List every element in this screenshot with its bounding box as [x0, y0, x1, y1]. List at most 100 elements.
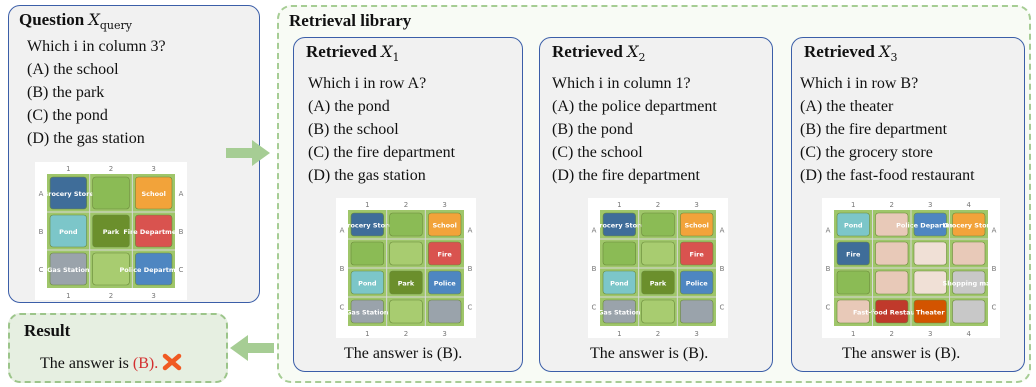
retrieved-symbol: X2: [627, 42, 645, 64]
retrieved-option-b: (B) the pond: [552, 121, 633, 138]
map-block-label: Police: [686, 280, 709, 288]
question-lines: Which i in column 3? (A) the school (B) …: [27, 35, 166, 150]
map-block-label: School: [142, 190, 166, 198]
map-col-label: 1: [66, 165, 70, 173]
map-col-label: 1: [617, 201, 621, 209]
map-block-label: Fire: [690, 251, 705, 259]
map-block-label: Gas Station: [346, 309, 389, 317]
map-row-label: C: [992, 304, 997, 312]
map-block: [913, 270, 947, 295]
map-row-label: A: [179, 190, 184, 198]
map-row-label: A: [992, 226, 997, 234]
map-block: [428, 212, 462, 237]
map-block: [952, 241, 986, 266]
map-col-label: 1: [66, 292, 70, 300]
retrieved-symbol: X3: [879, 42, 898, 65]
map-block: [680, 270, 714, 295]
question-title: Question Xquery: [19, 10, 132, 32]
map-block: [836, 270, 870, 295]
retrieved-question: Which i in row B?: [800, 75, 919, 92]
retrieved-option-d: (D) the gas station: [308, 167, 426, 184]
question-option-b: (B) the park: [27, 84, 105, 101]
map-block-label: Fast-food Restaurant: [853, 309, 931, 317]
result-title: Result: [24, 321, 71, 340]
map-block: [602, 299, 636, 324]
map-row-label: A: [720, 226, 725, 234]
map-block: [350, 241, 384, 266]
result-panel: Result The answer is (B).: [8, 313, 228, 383]
map-row-label: A: [826, 226, 831, 234]
map-row-label: C: [826, 304, 831, 312]
map-block: [913, 212, 947, 237]
map-row-label: A: [592, 226, 597, 234]
retrieved-card-1: Retrieved X1 Which i in row A? (A) the p…: [293, 37, 523, 372]
map-block-label: Fire: [846, 251, 861, 259]
map-col-label: 3: [442, 201, 446, 209]
map-block-label: Fire: [438, 251, 453, 259]
question-symbol-x: X: [88, 10, 100, 29]
retrieved-option-a: (A) the pond: [308, 98, 390, 115]
map-block: [92, 252, 130, 286]
arrow-right-icon: [226, 140, 270, 166]
retrieved-option-c: (C) the grocery store: [800, 144, 933, 161]
map-row-label: C: [468, 304, 473, 312]
map-block: [389, 212, 423, 237]
map-block: [641, 270, 675, 295]
map-col-label: 4: [967, 201, 972, 209]
retrieved-title-label: Retrieved: [306, 42, 377, 61]
map-block: [428, 299, 462, 324]
retrieved-option-b: (B) the fire department: [800, 121, 948, 138]
map-block: [135, 176, 173, 210]
question-title-label: Question: [19, 10, 85, 29]
map-row-label: B: [720, 265, 725, 273]
map-block-label: Grocery Store: [43, 190, 94, 198]
map-row-label: B: [992, 265, 997, 273]
map-block: [836, 299, 870, 324]
map-col-label: 2: [656, 201, 660, 209]
map-block: [49, 252, 87, 286]
map-block-label: Gas Station: [598, 309, 641, 317]
map-block: [350, 212, 384, 237]
map-block-label: School: [685, 222, 709, 230]
retrieved-option-c: (C) the school: [552, 144, 643, 161]
retrieved-option-a: (A) the theater: [800, 98, 894, 115]
map-block-label: Park: [398, 280, 415, 288]
retrieved-option-b: (B) the school: [308, 121, 399, 138]
question-panel: Question Xquery Which i in column 3? (A)…: [8, 5, 260, 303]
map-block: [641, 299, 675, 324]
retrieved-symbol-x: X: [627, 42, 639, 61]
retrieved-symbol-sub: 3: [890, 51, 898, 65]
map-col-label: 1: [617, 330, 621, 338]
map-block: [602, 212, 636, 237]
map-col-label: 3: [694, 201, 698, 209]
question-option-d: (D) the gas station: [27, 130, 145, 147]
map-block: [913, 299, 947, 324]
map-col-label: 4: [967, 330, 972, 338]
question-symbol: Xquery: [88, 10, 132, 33]
retrieved-title-label: Retrieved: [552, 42, 623, 61]
question-symbol-sub: query: [99, 19, 132, 33]
map-block-label: Park: [103, 228, 120, 236]
map-col-label: 1: [365, 330, 369, 338]
retrieved-symbol-x: X: [879, 42, 891, 61]
retrieved-symbol: X1: [381, 42, 400, 65]
map-block: [135, 252, 173, 286]
map-block-label: Police: [434, 280, 457, 288]
retrieved-title-2: Retrieved X2: [552, 42, 645, 64]
map-block-label: Police Department: [896, 222, 964, 230]
map-block: [602, 270, 636, 295]
library-title: Retrieval library: [289, 11, 412, 30]
map-block-label: Pond: [844, 222, 863, 230]
retrieved-symbol-sub: 1: [392, 51, 400, 65]
map-row-label: B: [592, 265, 597, 273]
map-block: [49, 214, 87, 248]
retrieved-option-d: (D) the fire department: [552, 167, 700, 184]
retrieved-lines-1: Which i in row A? (A) the pond (B) the s…: [308, 72, 455, 187]
map-block: [952, 270, 986, 295]
map-block: [875, 299, 909, 324]
map-block: [875, 212, 909, 237]
map-block: [836, 241, 870, 266]
map-block: [135, 214, 173, 248]
